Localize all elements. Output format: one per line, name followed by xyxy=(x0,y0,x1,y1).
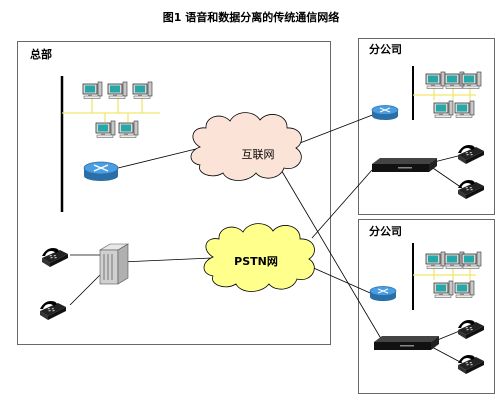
internet-cloud-label: 互联网 xyxy=(241,148,275,161)
router-icon xyxy=(371,105,399,120)
computer-icon xyxy=(425,251,446,269)
lan-bus-lines xyxy=(62,88,476,280)
computer-icon xyxy=(461,71,482,89)
computer-icon xyxy=(433,280,454,298)
computer-icon xyxy=(107,81,128,99)
voice-gateway-icon xyxy=(372,158,437,172)
computer-icon xyxy=(433,100,454,118)
branch-office-2-label: 分公司 xyxy=(369,225,402,238)
computer-icon xyxy=(132,81,153,99)
internet-cloud xyxy=(190,112,302,181)
telephone-icon xyxy=(40,301,66,320)
computer-icon xyxy=(444,251,465,269)
telephone-icon xyxy=(42,248,68,267)
router-icon xyxy=(369,286,397,301)
figure-title: 图1 语音和数据分离的传统通信网络 xyxy=(162,11,340,24)
computer-icon xyxy=(82,81,103,99)
telephone-icon xyxy=(458,145,484,164)
headquarters-label: 总部 xyxy=(30,48,52,61)
headquarters-box xyxy=(17,41,331,345)
telephone-icon xyxy=(458,180,484,199)
pstn-cloud xyxy=(203,223,315,292)
computer-icon xyxy=(444,71,465,89)
computer-icon xyxy=(425,71,446,89)
branch-office-1-label: 分公司 xyxy=(369,43,402,56)
pbx-switch-icon xyxy=(98,243,130,285)
computer-icon xyxy=(454,280,475,298)
branch-office-2-box xyxy=(358,219,495,394)
branch-office-1-box xyxy=(358,38,495,215)
telephone-icon xyxy=(458,320,484,339)
telephone-icon xyxy=(458,355,484,374)
computer-icon xyxy=(118,120,139,138)
computer-icon xyxy=(95,120,116,138)
computer-icon xyxy=(461,251,482,269)
pstn-cloud-label: PSTN网 xyxy=(234,255,278,268)
router-icon xyxy=(83,161,119,181)
computer-icon xyxy=(454,100,475,118)
voice-gateway-icon xyxy=(374,336,439,350)
